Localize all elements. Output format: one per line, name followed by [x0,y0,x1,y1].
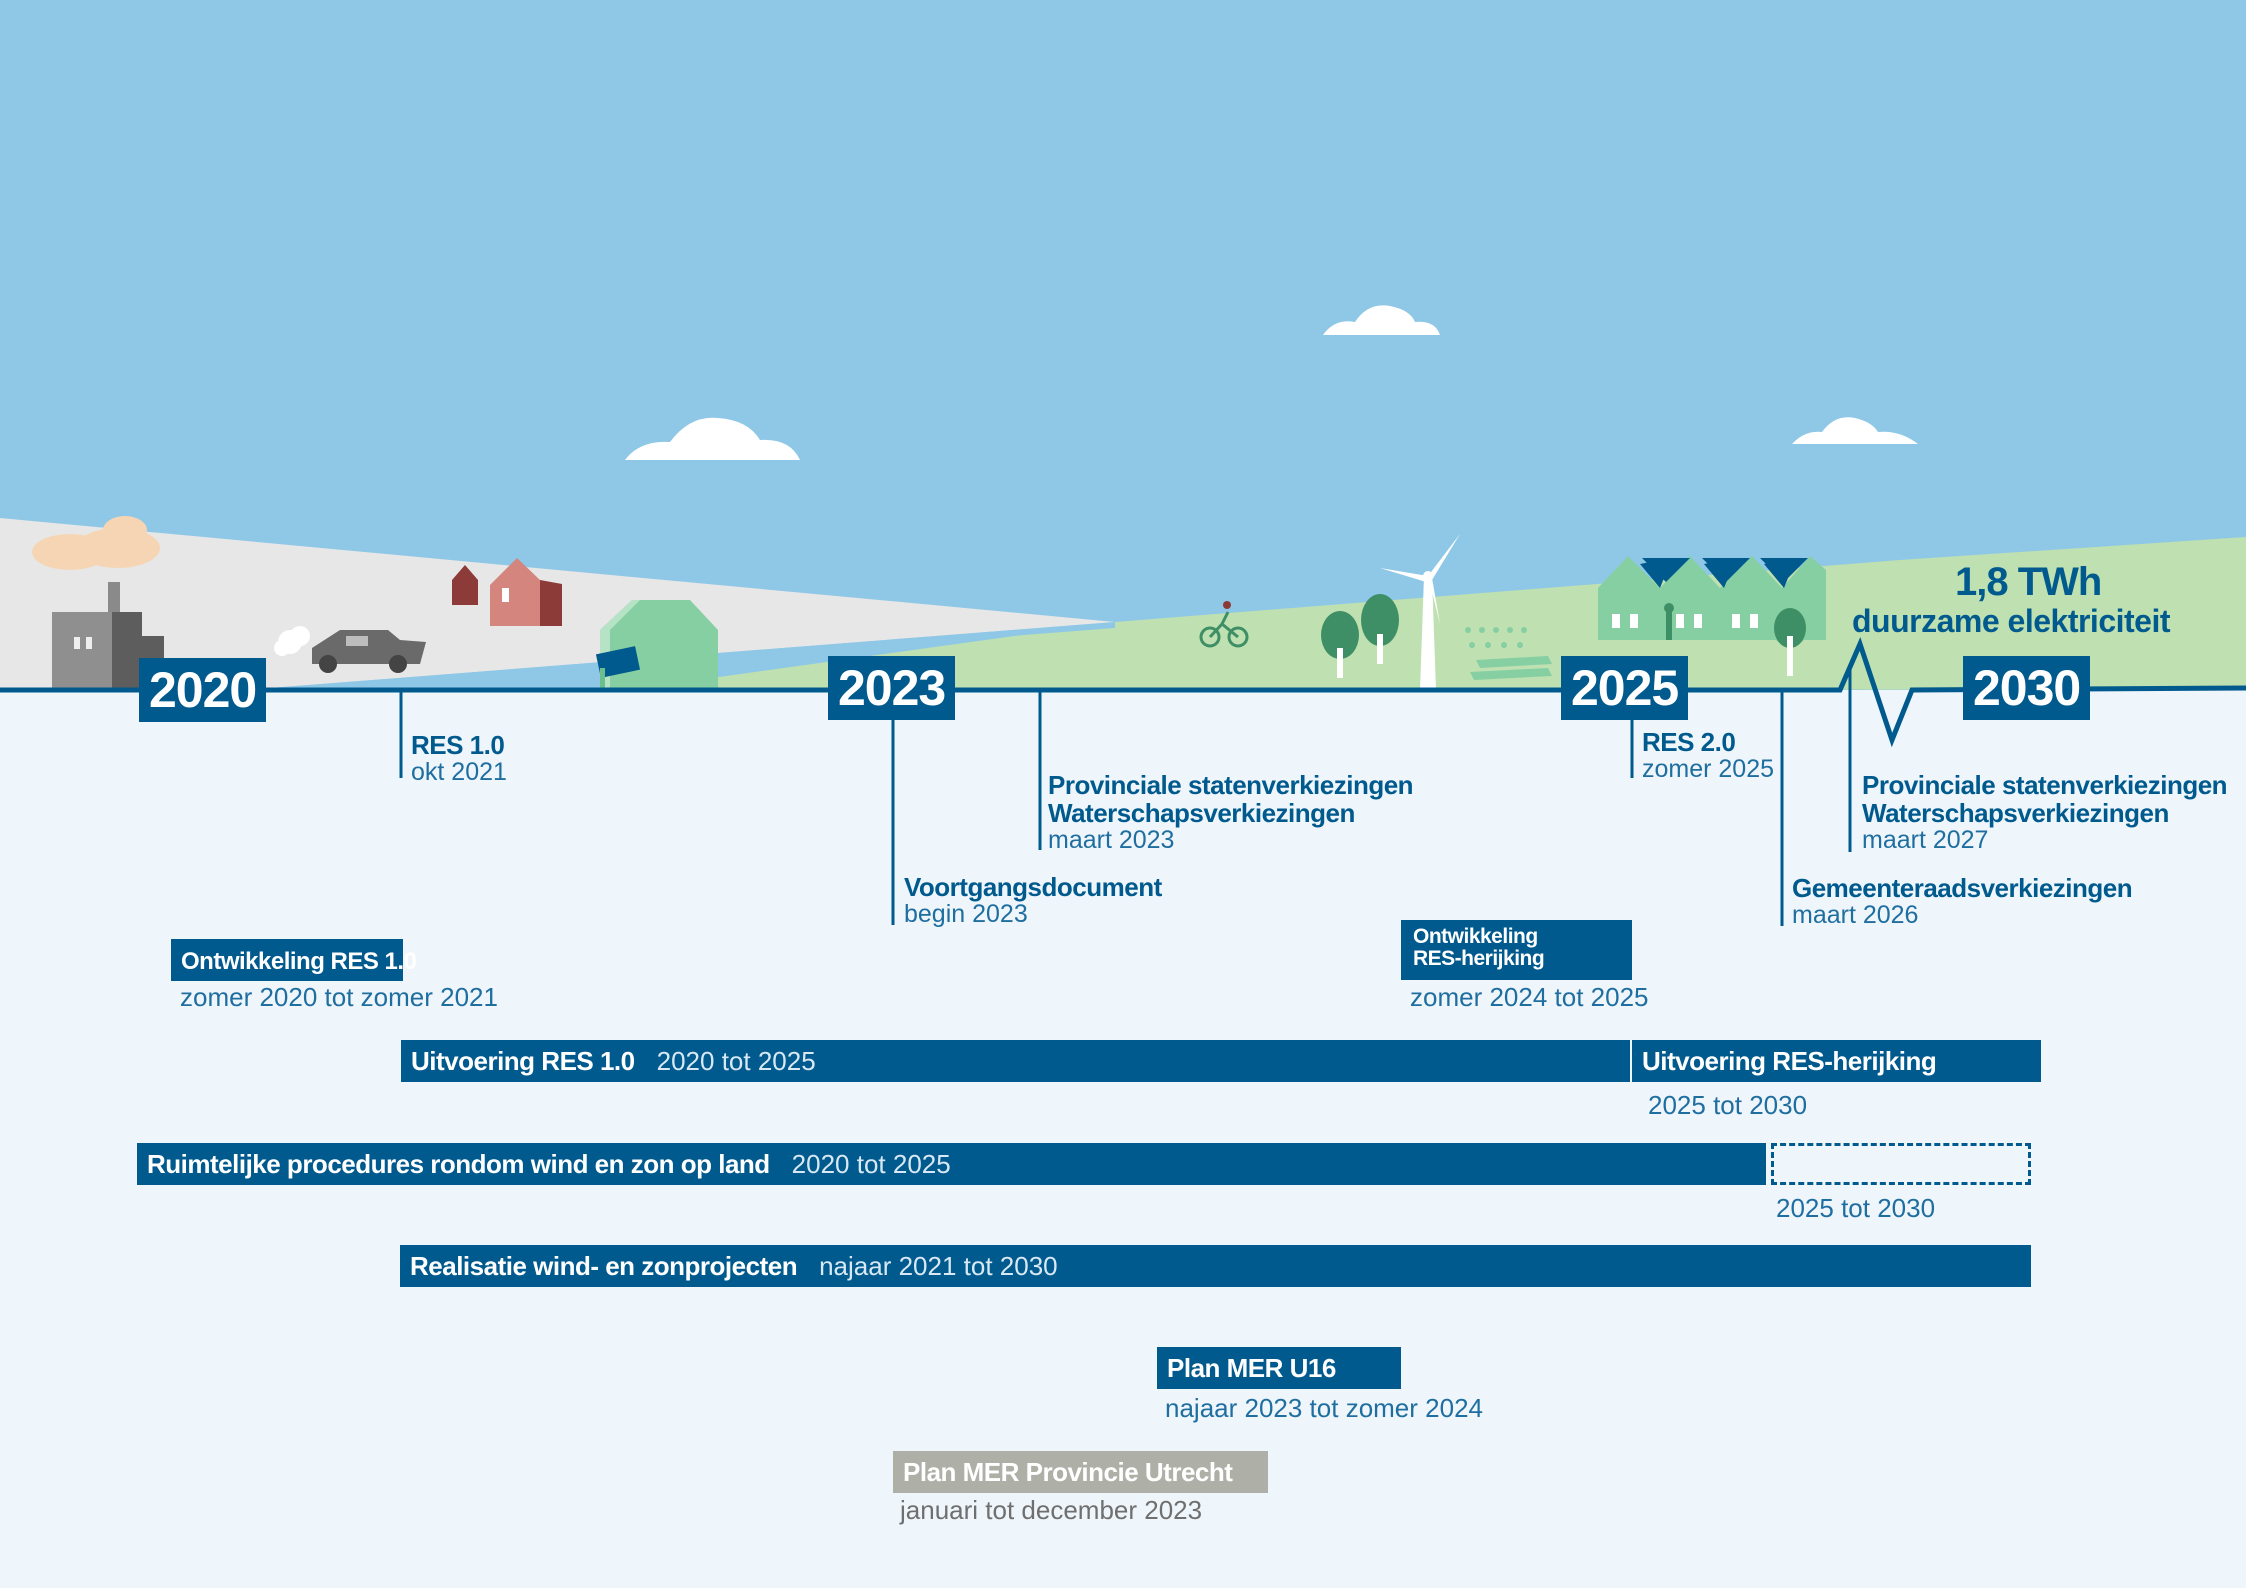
milestone-title: Gemeenteraadsverkiezingen [1792,873,2133,903]
milestone-title: RES 2.0 [1642,727,1736,757]
green-hill [640,537,2246,690]
bar-title: Uitvoering RES 1.0 [411,1046,635,1076]
milestone-res10: RES 1.0 okt 2021 [411,731,507,785]
milestone-date: maart 2026 [1792,901,1919,929]
goal-value: 1,8 TWh [1955,560,2102,604]
goal-label: duurzame elektriciteit [1852,603,2171,639]
bar-ontwikkeling-res10: Ontwikkeling RES 1.0 [171,939,417,981]
milestone-prov2023: Provinciale statenverkiezingen Waterscha… [1048,770,1414,854]
milestone-title: Provinciale statenverkiezingen [1048,770,1414,800]
bar-period: zomer 2020 tot zomer 2021 [180,982,498,1012]
bicycle-icon [1199,601,1249,648]
bar-period: januari tot december 2023 [900,1495,1203,1525]
bar-planmer-u16: Plan MER U16 [1157,1347,1401,1389]
bar-ruimtelijke-future [1771,1143,2031,1185]
cloud-icon [1323,305,1440,335]
rowhouses-icon [1598,556,1826,676]
milestone-date: maart 2027 [1862,826,1989,854]
year-badge-2020: 2020 [139,658,267,722]
tree-icon [1321,594,1399,678]
factory-icon [32,516,164,690]
milestone-voortgang: Voortgangsdocument begin 2023 [904,873,1162,927]
bar-title: Uitvoering RES-herijking [1642,1046,1937,1076]
bar-period: 2020 tot 2025 [656,1046,816,1076]
milestone-title: Voortgangsdocument [904,872,1162,902]
milestone-res20: RES 2.0 zomer 2025 [1642,728,1774,782]
milestone-date: okt 2021 [411,758,507,786]
wind-turbine-icon [1380,534,1460,690]
car-icon [274,626,426,673]
bar-title: Plan MER U16 [1167,1353,1336,1383]
milestone-prov2027: Provinciale statenverkiezingen Waterscha… [1862,770,2228,854]
milestone-title: RES 1.0 [411,730,505,760]
bar-uitvoering-herijking: Uitvoering RES-herijking [1632,1040,2041,1082]
milestone-date: begin 2023 [904,900,1028,928]
year-badge-2030: 2030 [1963,656,2091,720]
cloud-icon [1792,417,1918,444]
bar-planmer-provincie: Plan MER Provincie Utrecht [893,1451,1268,1493]
barn-icon [595,600,718,690]
milestone-title-2: Waterschapsverkiezingen [1862,798,2169,828]
bar-ontwikkeling-herijking: Ontwikkeling RES-herijking [1401,920,1632,980]
milestone-title: Provinciale statenverkiezingen [1862,770,2228,800]
bar-title: Ontwikkeling RES 1.0 [181,948,417,975]
bar-period: 2025 tot 2030 [1648,1090,1808,1120]
bar-title: Ontwikkeling [1413,925,1538,948]
milestone-title-2: Waterschapsverkiezingen [1048,798,1355,828]
bar-period: najaar 2023 tot zomer 2024 [1165,1393,1483,1423]
milestone-date: zomer 2025 [1642,755,1775,783]
bar-period: zomer 2024 tot 2025 [1410,982,1649,1012]
bar-title: Realisatie wind- en zonprojecten [410,1251,798,1281]
bar-title: Ruimtelijke procedures rondom wind en zo… [147,1149,770,1179]
bar-period: 2020 tot 2025 [791,1149,951,1179]
year-badge-2025: 2025 [1561,656,1689,720]
cloud-icon [625,417,800,460]
bar-ruimtelijke-procedures: Ruimtelijke procedures rondom wind en zo… [137,1143,1766,1185]
house-icon [452,558,562,626]
year-badge-2023: 2023 [828,656,956,720]
milestone-date: maart 2023 [1048,826,1175,854]
bar-uitvoering-res10: Uitvoering RES 1.0 2020 tot 2025 [401,1040,1630,1082]
bar-title: Plan MER Provincie Utrecht [903,1457,1233,1487]
milestone-gemeente: Gemeenteraadsverkiezingen maart 2026 [1792,873,2133,929]
bar-period: 2025 tot 2030 [1776,1193,1936,1223]
solar-field-icon [1465,627,1552,680]
ground [0,690,2246,1588]
bar-period: najaar 2021 tot 2030 [819,1251,1058,1281]
bar-title-2: RES-herijking [1413,947,1545,970]
bar-realisatie: Realisatie wind- en zonprojecten najaar 2… [400,1245,2031,1287]
